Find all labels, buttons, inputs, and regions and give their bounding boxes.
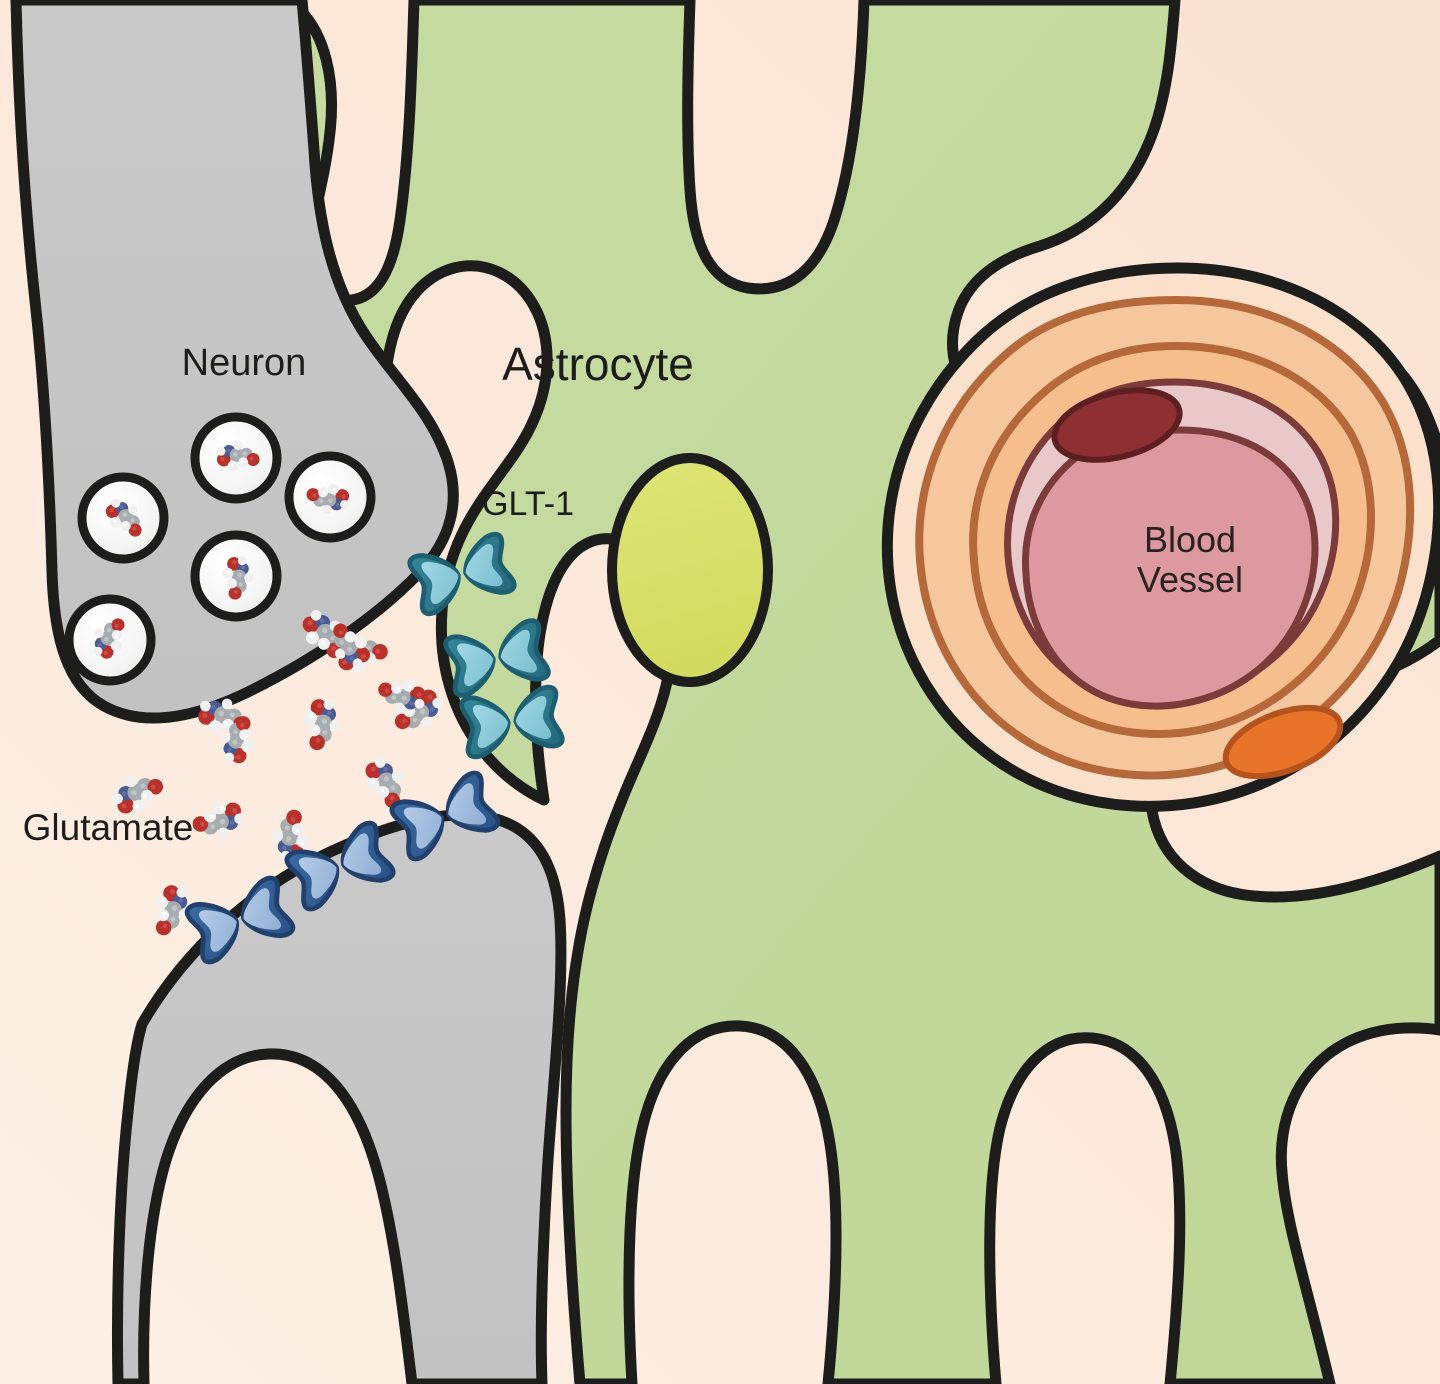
astrocyte-body: [252, 0, 1440, 1384]
blood-vessel-label-line1: Blood: [1144, 519, 1236, 560]
vesicle: [190, 412, 282, 504]
neuron-label: Neuron: [182, 342, 307, 384]
vesicle: [190, 530, 282, 622]
presynaptic-neuron: Neuron: [10, 0, 459, 724]
vesicle: [77, 472, 169, 564]
vessel-lumen: [1021, 426, 1319, 710]
vesicle: [284, 451, 376, 543]
vesicle: [64, 594, 156, 686]
astrocyte-label: Astrocyte: [502, 338, 694, 390]
glt1-label: GLT-1: [482, 485, 574, 523]
red-blood-cell-dark: [1051, 387, 1183, 463]
astrocyte-nucleus: [607, 453, 773, 687]
blood-vessel-label-line2: Vessel: [1137, 559, 1243, 600]
blood-vessel: Blood Vessel: [881, 262, 1440, 812]
astrocyte-cell: [252, 0, 1440, 1384]
red-blood-cell-orange: [1222, 704, 1344, 780]
synaptic-vesicles: [64, 412, 376, 686]
glutamate-label: Glutamate: [23, 807, 194, 848]
